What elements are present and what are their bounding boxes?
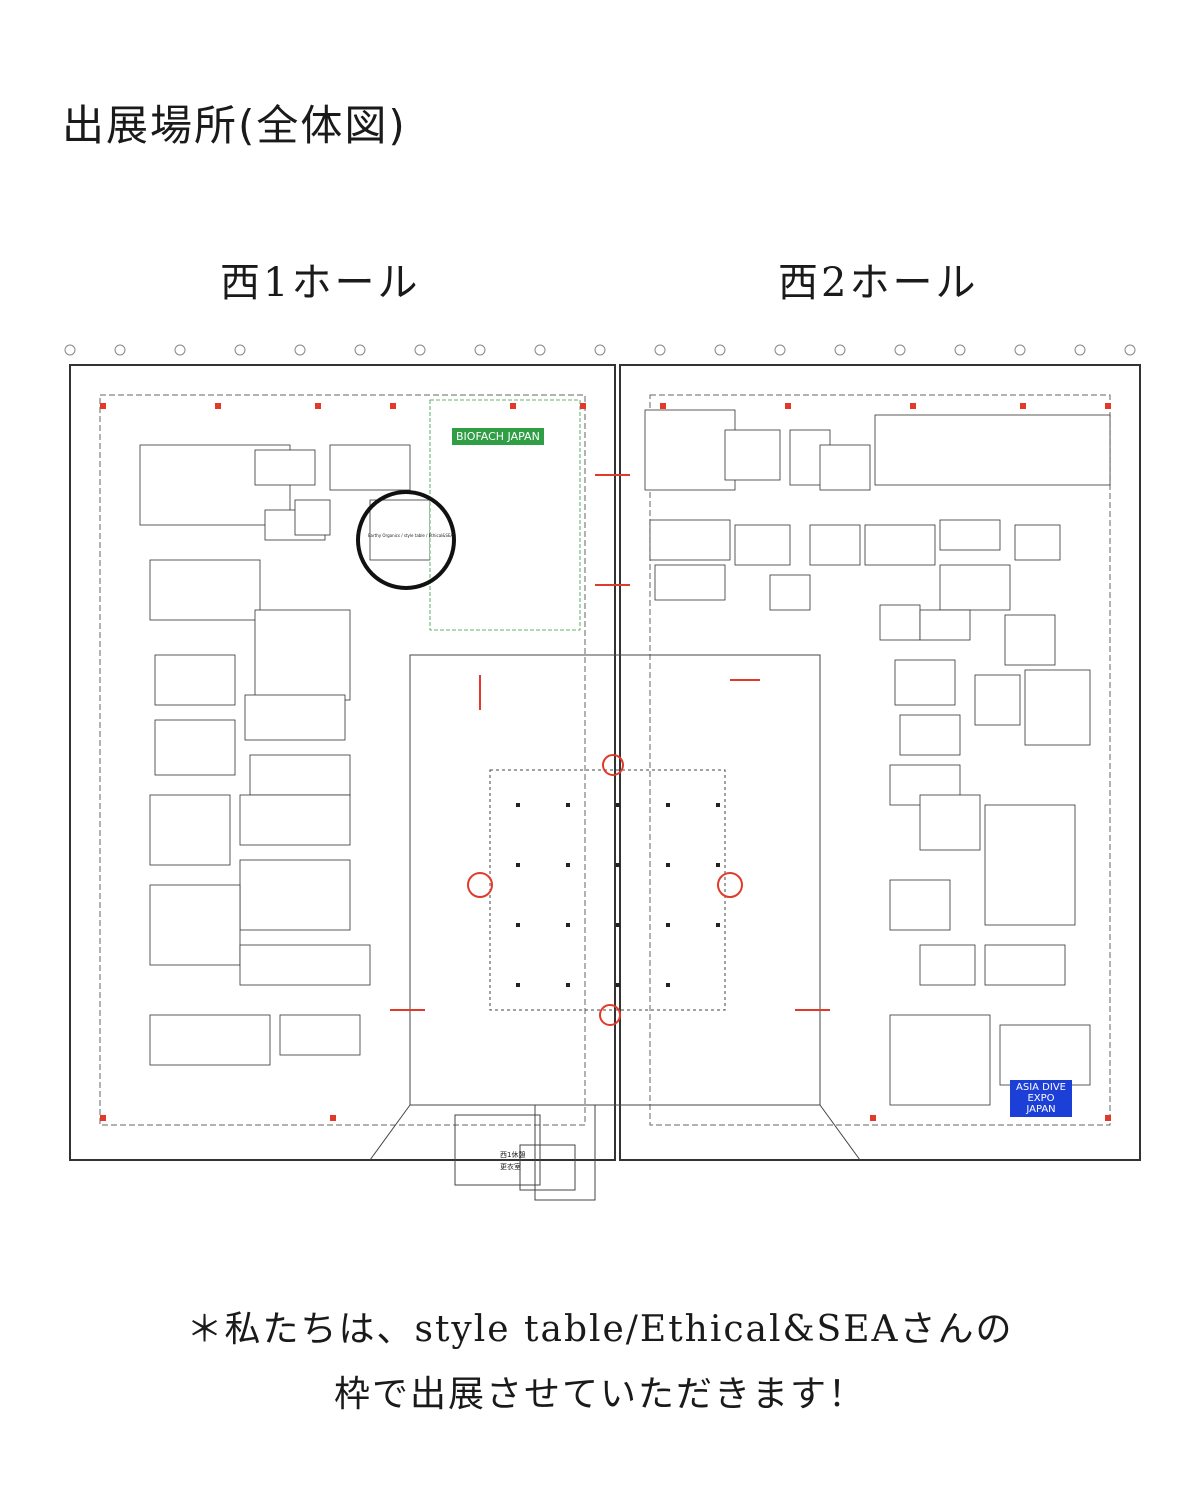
hall-west2-outline: [619, 364, 1141, 1161]
floor-map: 西1休憩 更衣室 Earthy Organics / style table /…: [40, 325, 1180, 1205]
floor-map-svg: 西1休憩 更衣室 Earthy Organics / style table /…: [64, 344, 1141, 1201]
west1-inner-outline: [99, 394, 586, 1126]
west2-inner-outline: [649, 394, 1111, 1126]
hall-label-west2: 西2ホール: [778, 260, 979, 306]
rest-area-label: 西1休憩: [500, 1150, 525, 1159]
west1-booths: [139, 399, 581, 1066]
exhibit-note-line1: ＊私たちは、style table/Ethical&SEAさんの: [186, 1309, 1014, 1350]
exhibit-note-line2: 枠で出展させていただきます！: [333, 1374, 866, 1415]
page-title: 出展場所(全体図): [62, 101, 407, 150]
entrance-arrows: [390, 474, 830, 1026]
red-markers: [100, 403, 1111, 1121]
highlight-circle: [356, 490, 456, 590]
hall-west1-outline: [69, 364, 616, 1161]
atrium-grid-dots: [516, 803, 720, 987]
hall-label-west1: 西1ホール: [220, 260, 421, 306]
grid-markers-top: [64, 344, 1136, 356]
biofach-japan-tag: BIOFACH JAPAN: [452, 428, 544, 445]
asia-dive-expo-tag: ASIA DIVE EXPO JAPAN: [1010, 1080, 1072, 1117]
dressing-room-label: 更衣室: [500, 1162, 521, 1171]
highlight-booth-label: Earthy Organics / style table / Ethical&…: [368, 533, 453, 538]
west2-booths: [644, 409, 1111, 1106]
